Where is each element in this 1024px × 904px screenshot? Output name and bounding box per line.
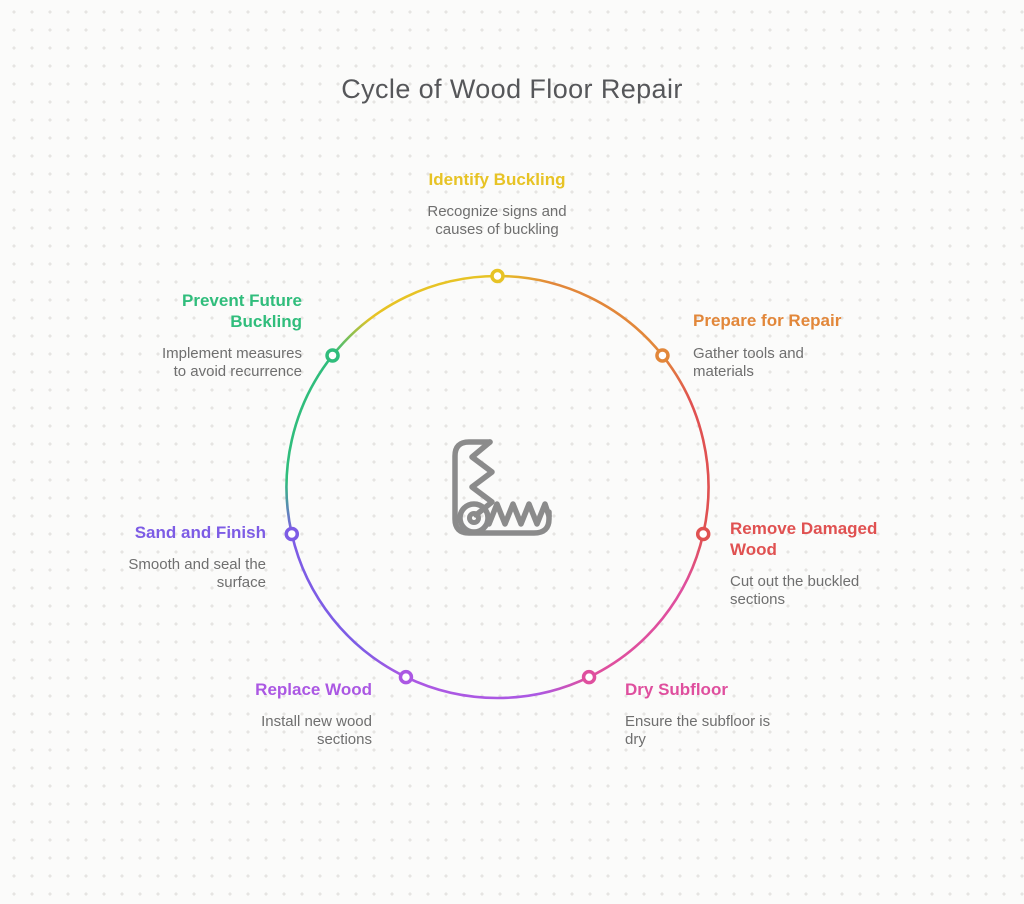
cycle-node — [581, 669, 597, 685]
step-prevent-future-buckling: Prevent Future Buckling Implement measur… — [142, 290, 302, 381]
tool-roller-outer — [457, 501, 491, 535]
floor-repair-tool-icon — [452, 439, 552, 536]
step-label: Prepare for Repair — [693, 311, 842, 330]
tool-vertical-teeth — [469, 439, 495, 518]
step-description: Gather tools and materials — [693, 345, 804, 380]
cycle-node — [695, 526, 711, 542]
page-title: Cycle of Wood Floor Repair — [341, 74, 683, 104]
step-remove-damaged-wood: Remove Damaged Wood Cut out the buckled … — [730, 518, 890, 609]
step-description: Implement measures to avoid recurrence — [161, 345, 302, 380]
step-description: Install new wood sections — [261, 713, 372, 748]
step-replace-wood: Replace Wood Install new wood sections — [242, 679, 372, 749]
cycle-node — [398, 669, 414, 685]
step-description: Recognize signs and causes of buckling — [427, 203, 567, 238]
cycle-arc — [661, 354, 710, 535]
cycle-arc — [588, 533, 705, 679]
step-description: Cut out the buckled sections — [730, 573, 860, 608]
step-label: Remove Damaged Wood — [730, 519, 878, 559]
step-label: Sand and Finish — [134, 523, 266, 542]
step-identify-buckling: Identify Buckling Recognize signs and ca… — [412, 169, 582, 239]
tool-frame — [452, 439, 552, 536]
step-description: Smooth and seal the surface — [128, 556, 266, 591]
cycle-node — [284, 526, 300, 542]
step-label: Identify Buckling — [428, 170, 566, 189]
tool-roller-inner — [467, 511, 481, 525]
cycle-arc — [331, 274, 498, 357]
step-label: Replace Wood — [255, 680, 372, 699]
tool-horizontal-teeth — [486, 501, 552, 527]
cycle-arc — [290, 533, 407, 679]
step-dry-subfloor: Dry Subfloor Ensure the subfloor is dry — [625, 679, 790, 749]
cycle-arc — [285, 354, 334, 535]
cycle-node — [325, 348, 340, 363]
cycle-arc — [405, 675, 590, 700]
step-label: Dry Subfloor — [625, 680, 728, 699]
step-label: Prevent Future Buckling — [182, 291, 302, 331]
step-prepare-for-repair: Prepare for Repair Gather tools and mate… — [693, 310, 853, 381]
cycle-node — [655, 348, 670, 363]
cycle-arc — [497, 274, 664, 357]
step-sand-and-finish: Sand and Finish Smooth and seal the surf… — [106, 522, 266, 592]
step-description: Ensure the subfloor is dry — [625, 713, 771, 748]
cycle-node — [490, 268, 505, 284]
